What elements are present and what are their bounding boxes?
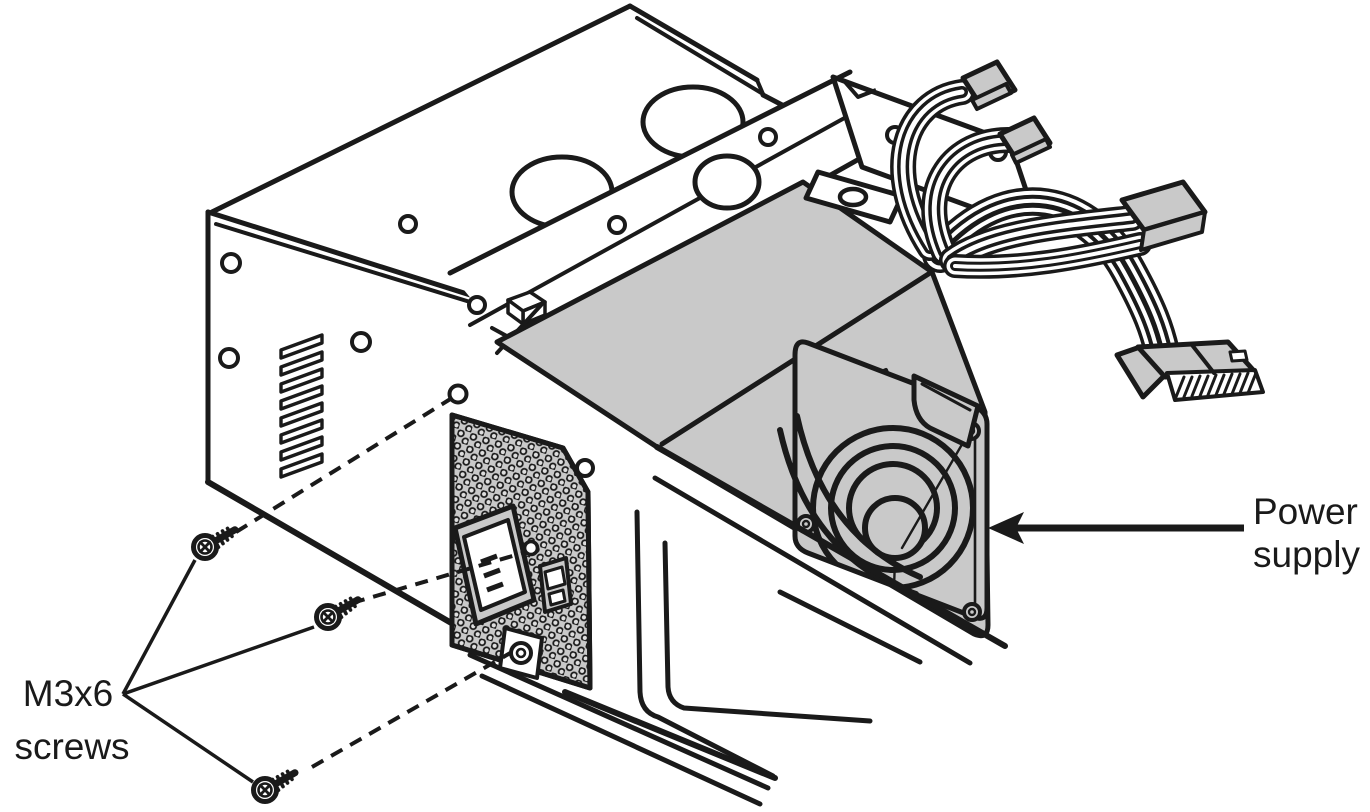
screw-hole xyxy=(447,383,469,405)
m3x6-label-line1: M3x6 xyxy=(23,673,113,714)
power-supply-label-line2: supply xyxy=(1253,534,1360,575)
m3x6-screw-2 xyxy=(317,598,359,628)
four-pin-connector xyxy=(960,59,1018,111)
callout-m3x6-screws: M3x6 screws xyxy=(14,673,129,767)
atx-main-connector xyxy=(1114,339,1265,402)
peripheral-connector xyxy=(1119,179,1208,252)
psu-handle xyxy=(911,373,981,449)
screw-hole xyxy=(575,458,595,478)
rail-hole xyxy=(758,127,778,147)
four-pin-connector xyxy=(997,115,1053,165)
chassis-hole xyxy=(220,252,242,274)
vent-slots xyxy=(279,333,324,479)
chassis-hole xyxy=(350,331,372,353)
connector-pins xyxy=(1174,371,1258,399)
rail-hole xyxy=(467,295,487,315)
alignment-dashed-lines xyxy=(234,396,527,769)
chassis-bottom-edges xyxy=(652,444,1008,666)
rail-tab xyxy=(506,290,547,326)
bottom-screw-notch xyxy=(498,626,544,680)
callout-lines xyxy=(121,559,315,784)
power-supply-body xyxy=(494,179,991,639)
ac-power-inlet xyxy=(452,503,537,627)
m3x6-screw-3 xyxy=(254,771,296,801)
m3x6-label-line2: screws xyxy=(14,726,129,767)
rail-clearance-hole xyxy=(692,153,762,211)
cooling-fan xyxy=(777,339,990,622)
wire-bundle xyxy=(890,79,1180,370)
floor-opening-edge xyxy=(634,509,776,779)
floor-opening-edge xyxy=(662,540,873,724)
panel-hole xyxy=(398,214,418,234)
chassis xyxy=(205,3,896,807)
arrow-left-icon xyxy=(988,512,1024,544)
chassis-hole xyxy=(218,347,240,369)
support-rail xyxy=(447,69,896,359)
m3x6-screw-1 xyxy=(194,528,236,558)
cable-harness xyxy=(890,59,1265,402)
chassis-rear-face xyxy=(205,209,873,807)
screw-leader-lines xyxy=(121,396,527,784)
perforated-rear-plate xyxy=(447,383,595,691)
power-supply-label-line1: Power xyxy=(1253,491,1358,532)
screw-hole xyxy=(522,539,540,557)
voltage-selector-switch xyxy=(538,556,573,614)
callout-power-supply: Power supply xyxy=(988,491,1360,575)
rail-hole xyxy=(607,215,627,235)
